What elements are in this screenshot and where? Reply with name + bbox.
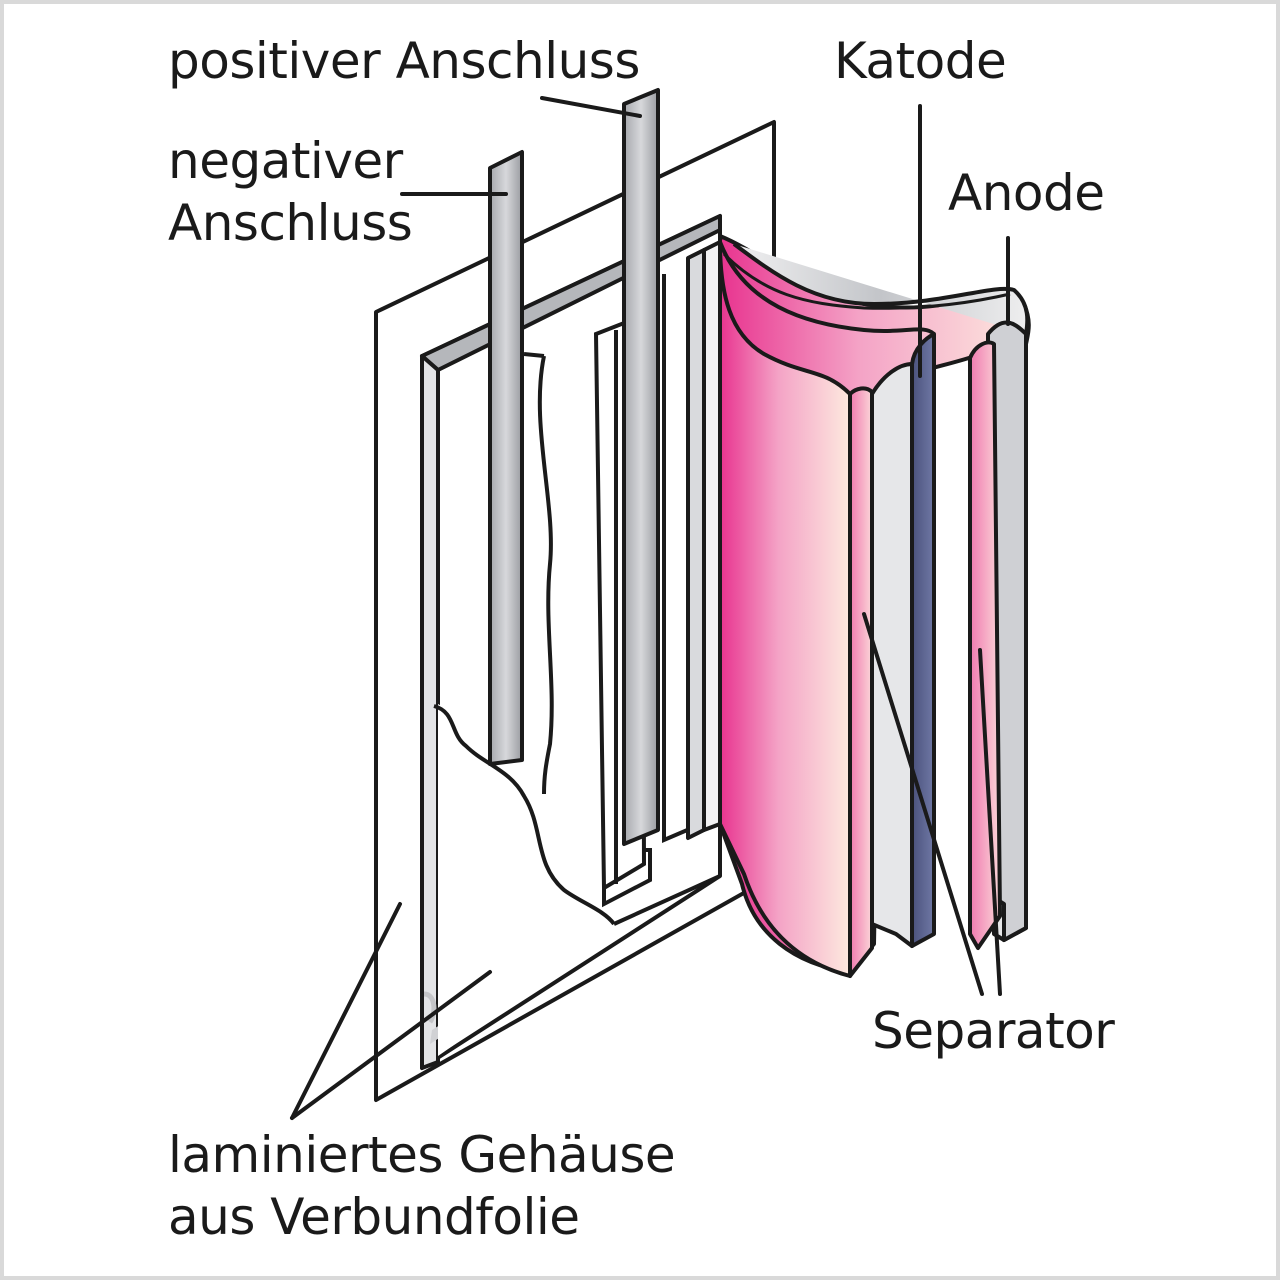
leader-separator-2 bbox=[978, 648, 1002, 996]
label-positive-terminal: positiver Anschluss bbox=[168, 32, 640, 90]
leader-positive-terminal bbox=[540, 96, 642, 118]
label-separator: Separator bbox=[872, 1002, 1115, 1060]
lithium-polymer-cell-diagram bbox=[290, 88, 1031, 1120]
label-anode: Anode bbox=[948, 164, 1105, 222]
electrode-stack bbox=[686, 240, 722, 840]
label-cathode: Katode bbox=[834, 32, 1007, 90]
positive-terminal-tab bbox=[622, 88, 660, 846]
leader-housing-2 bbox=[290, 970, 492, 1120]
label-negative-terminal: negativer Anschluss bbox=[168, 132, 413, 252]
leader-separator-1 bbox=[862, 612, 984, 996]
inner-grey-layer bbox=[870, 362, 914, 948]
separator-strip-left bbox=[848, 386, 874, 978]
separator-strip-right bbox=[968, 340, 1002, 950]
cathode-layer bbox=[910, 332, 936, 948]
leader-lines bbox=[290, 96, 1010, 1120]
negative-terminal-tab bbox=[488, 150, 524, 766]
label-laminated-housing: laminiertes Gehäuse aus Verbundfolie bbox=[168, 1126, 676, 1246]
curled-sheet-front bbox=[718, 240, 1011, 978]
leader-housing-1 bbox=[290, 902, 402, 1120]
